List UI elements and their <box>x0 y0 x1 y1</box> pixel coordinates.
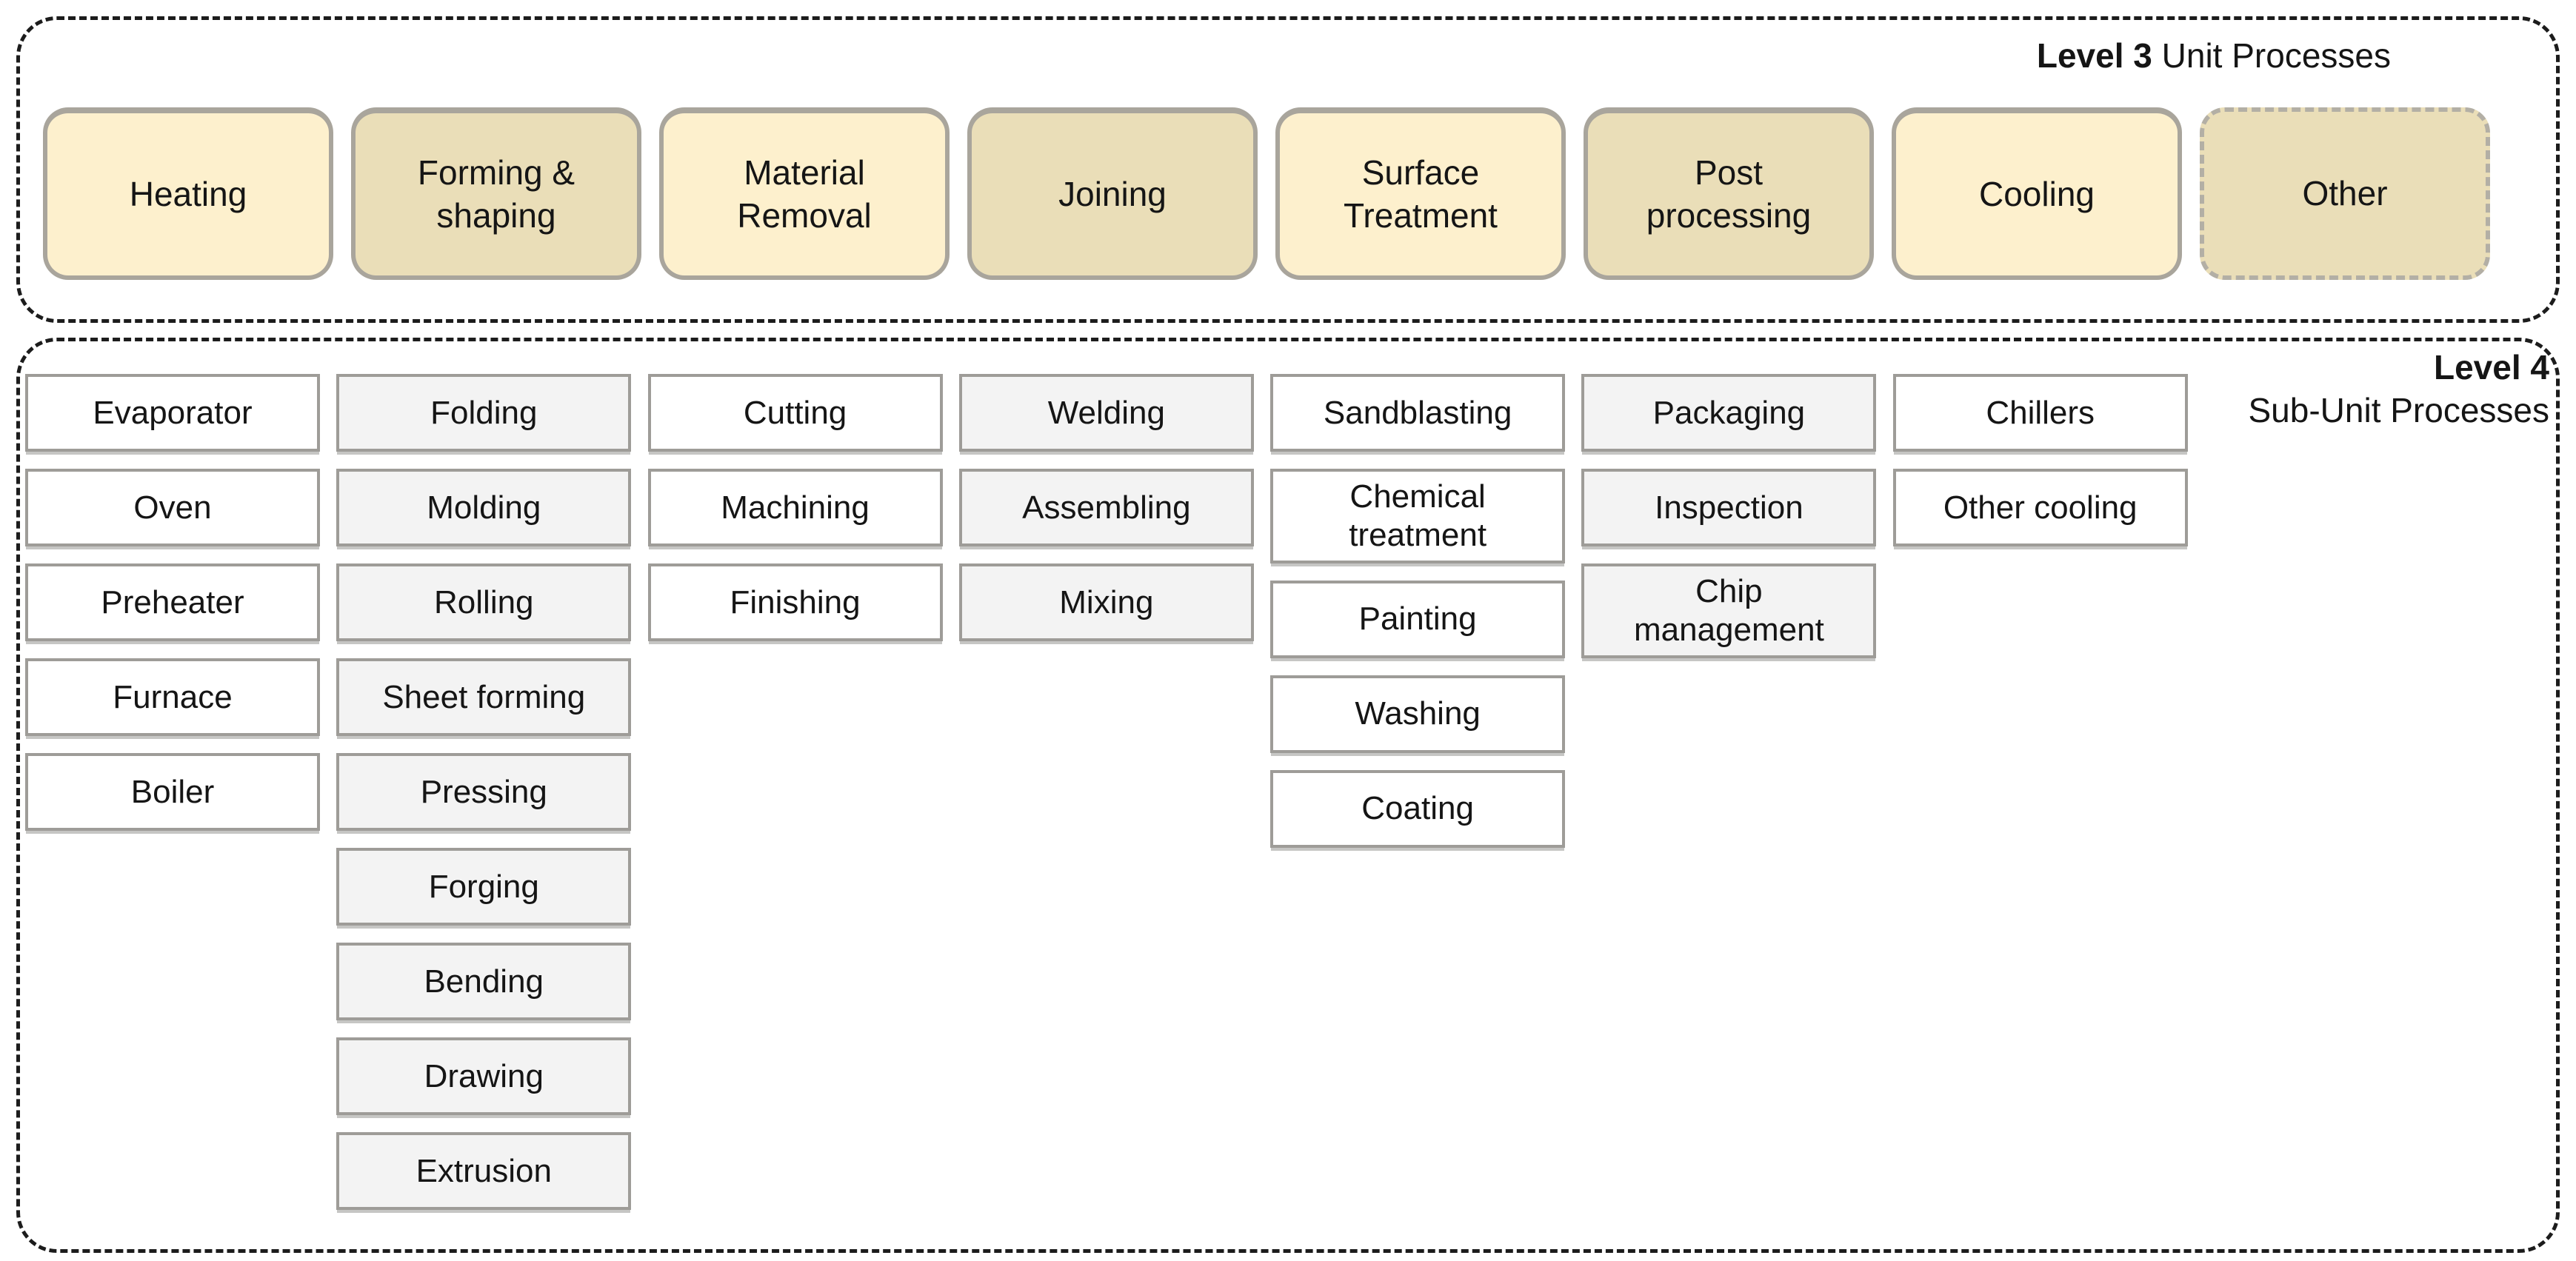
level4-item-machining: Machining <box>647 469 943 546</box>
level4-title-bold: Level 4 <box>2434 348 2549 387</box>
level4-item-label: Chemical treatment <box>1349 478 1487 553</box>
level4-item-evaporator: Evaporator <box>25 374 320 452</box>
level3-box-label: Material Removal <box>737 153 872 235</box>
level3-box-joining: Joining <box>967 107 1258 280</box>
level3-box-row: Heating Forming & shaping Material Removal… <box>43 107 2490 280</box>
level3-box-post-processing: Post processing <box>1584 107 1874 280</box>
level4-item-label: Inspection <box>1655 489 1803 526</box>
level4-item-label: Finishing <box>730 583 861 621</box>
level4-item-preheater: Preheater <box>25 563 320 641</box>
level4-item-washing: Washing <box>1270 675 1566 753</box>
level4-item-label: Sandblasting <box>1323 394 1512 431</box>
level3-box-surface-treatment: Surface Treatment <box>1275 107 1566 280</box>
level3-box-label: Cooling <box>1979 174 2095 213</box>
level4-item-pressing: Pressing <box>336 753 632 831</box>
level4-item-label: Chip management <box>1633 573 1824 648</box>
level4-item-label: Welding <box>1047 394 1165 431</box>
level4-item-packaging: Packaging <box>1581 374 1877 452</box>
level4-item-other-cooling: Other cooling <box>1892 469 2188 546</box>
level4-item-assembling: Assembling <box>958 469 1254 546</box>
level4-item-label: Rolling <box>434 583 534 621</box>
level4-item-label: Extrusion <box>416 1152 552 1189</box>
level3-box-label: Forming & shaping <box>417 153 575 235</box>
level4-item-boiler: Boiler <box>25 753 320 831</box>
level4-item-label: Oven <box>133 489 212 526</box>
level3-box-cooling: Cooling <box>1892 107 2182 280</box>
level4-item-label: Packaging <box>1652 394 1806 431</box>
level4-item-label: Bending <box>424 963 544 1000</box>
level4-item-sandblasting: Sandblasting <box>1270 374 1566 452</box>
level4-item-finishing: Finishing <box>647 563 943 641</box>
level4-item-cutting: Cutting <box>647 374 943 452</box>
level4-item-label: Cutting <box>743 394 847 431</box>
level4-item-label: Boiler <box>130 773 215 810</box>
level4-item-forging: Forging <box>336 848 632 926</box>
level4-item-folding: Folding <box>336 374 632 452</box>
level4-item-label: Evaporator <box>93 394 253 431</box>
level4-item-label: Furnace <box>113 678 233 715</box>
level3-box-label: Joining <box>1058 174 1167 213</box>
level3-title-rest: Unit Processes <box>2152 36 2391 75</box>
level4-item-label: Pressing <box>420 773 547 810</box>
level4-title-rest: Sub-Unit Processes <box>2248 390 2550 429</box>
level4-item-rolling: Rolling <box>336 563 632 641</box>
level3-box-label: Heating <box>129 174 247 213</box>
level3-box-label: Post processing <box>1646 153 1812 235</box>
level4-item-coating: Coating <box>1270 769 1566 848</box>
level3-box-label: Surface Treatment <box>1344 153 1498 235</box>
level4-item-label: Preheater <box>101 583 244 621</box>
level4-item-chillers: Chillers <box>1892 374 2188 452</box>
level4-item-label: Chillers <box>1986 394 2095 431</box>
level4-item-molding: Molding <box>336 469 632 546</box>
level4-item-label: Folding <box>430 394 538 431</box>
level4-item-drawing: Drawing <box>336 1037 632 1115</box>
level3-box-material-removal: Material Removal <box>659 107 950 280</box>
level4-item-label: Machining <box>721 489 870 526</box>
level4-item-label: Sheet forming <box>382 678 586 715</box>
level4-item-bending: Bending <box>336 943 632 1020</box>
level4-item-label: Assembling <box>1022 489 1191 526</box>
level4-item-chip-management: Chip management <box>1581 563 1877 658</box>
level3-title: Level 3 Unit Processes <box>2037 36 2391 76</box>
level4-item-furnace: Furnace <box>25 658 320 736</box>
level4-item-label: Molding <box>427 489 541 526</box>
level4-item-painting: Painting <box>1270 580 1566 658</box>
level4-item-mixing: Mixing <box>958 563 1254 641</box>
level4-item-inspection: Inspection <box>1581 469 1877 546</box>
level4-item-label: Mixing <box>1059 583 1154 621</box>
level4-item-welding: Welding <box>958 374 1254 452</box>
level3-box-forming-shaping: Forming & shaping <box>351 107 641 280</box>
level4-item-label: Drawing <box>424 1057 544 1094</box>
level4-item-chemical-treatment: Chemical treatment <box>1270 469 1566 563</box>
level4-item-label: Painting <box>1358 601 1477 638</box>
level4-item-sheet-forming: Sheet forming <box>336 658 632 736</box>
level3-box-other: Other <box>2200 107 2490 280</box>
level4-item-label: Washing <box>1355 695 1481 732</box>
level4-item-label: Other cooling <box>1943 489 2138 526</box>
level3-box-label: Other <box>2302 173 2388 213</box>
level4-item-label: Coating <box>1361 790 1474 827</box>
level4-item-label: Forging <box>428 868 539 905</box>
level4-item-oven: Oven <box>25 469 320 546</box>
level3-title-bold: Level 3 <box>2036 36 2152 75</box>
level4-item-extrusion: Extrusion <box>336 1132 632 1210</box>
level3-box-heating: Heating <box>43 107 333 280</box>
